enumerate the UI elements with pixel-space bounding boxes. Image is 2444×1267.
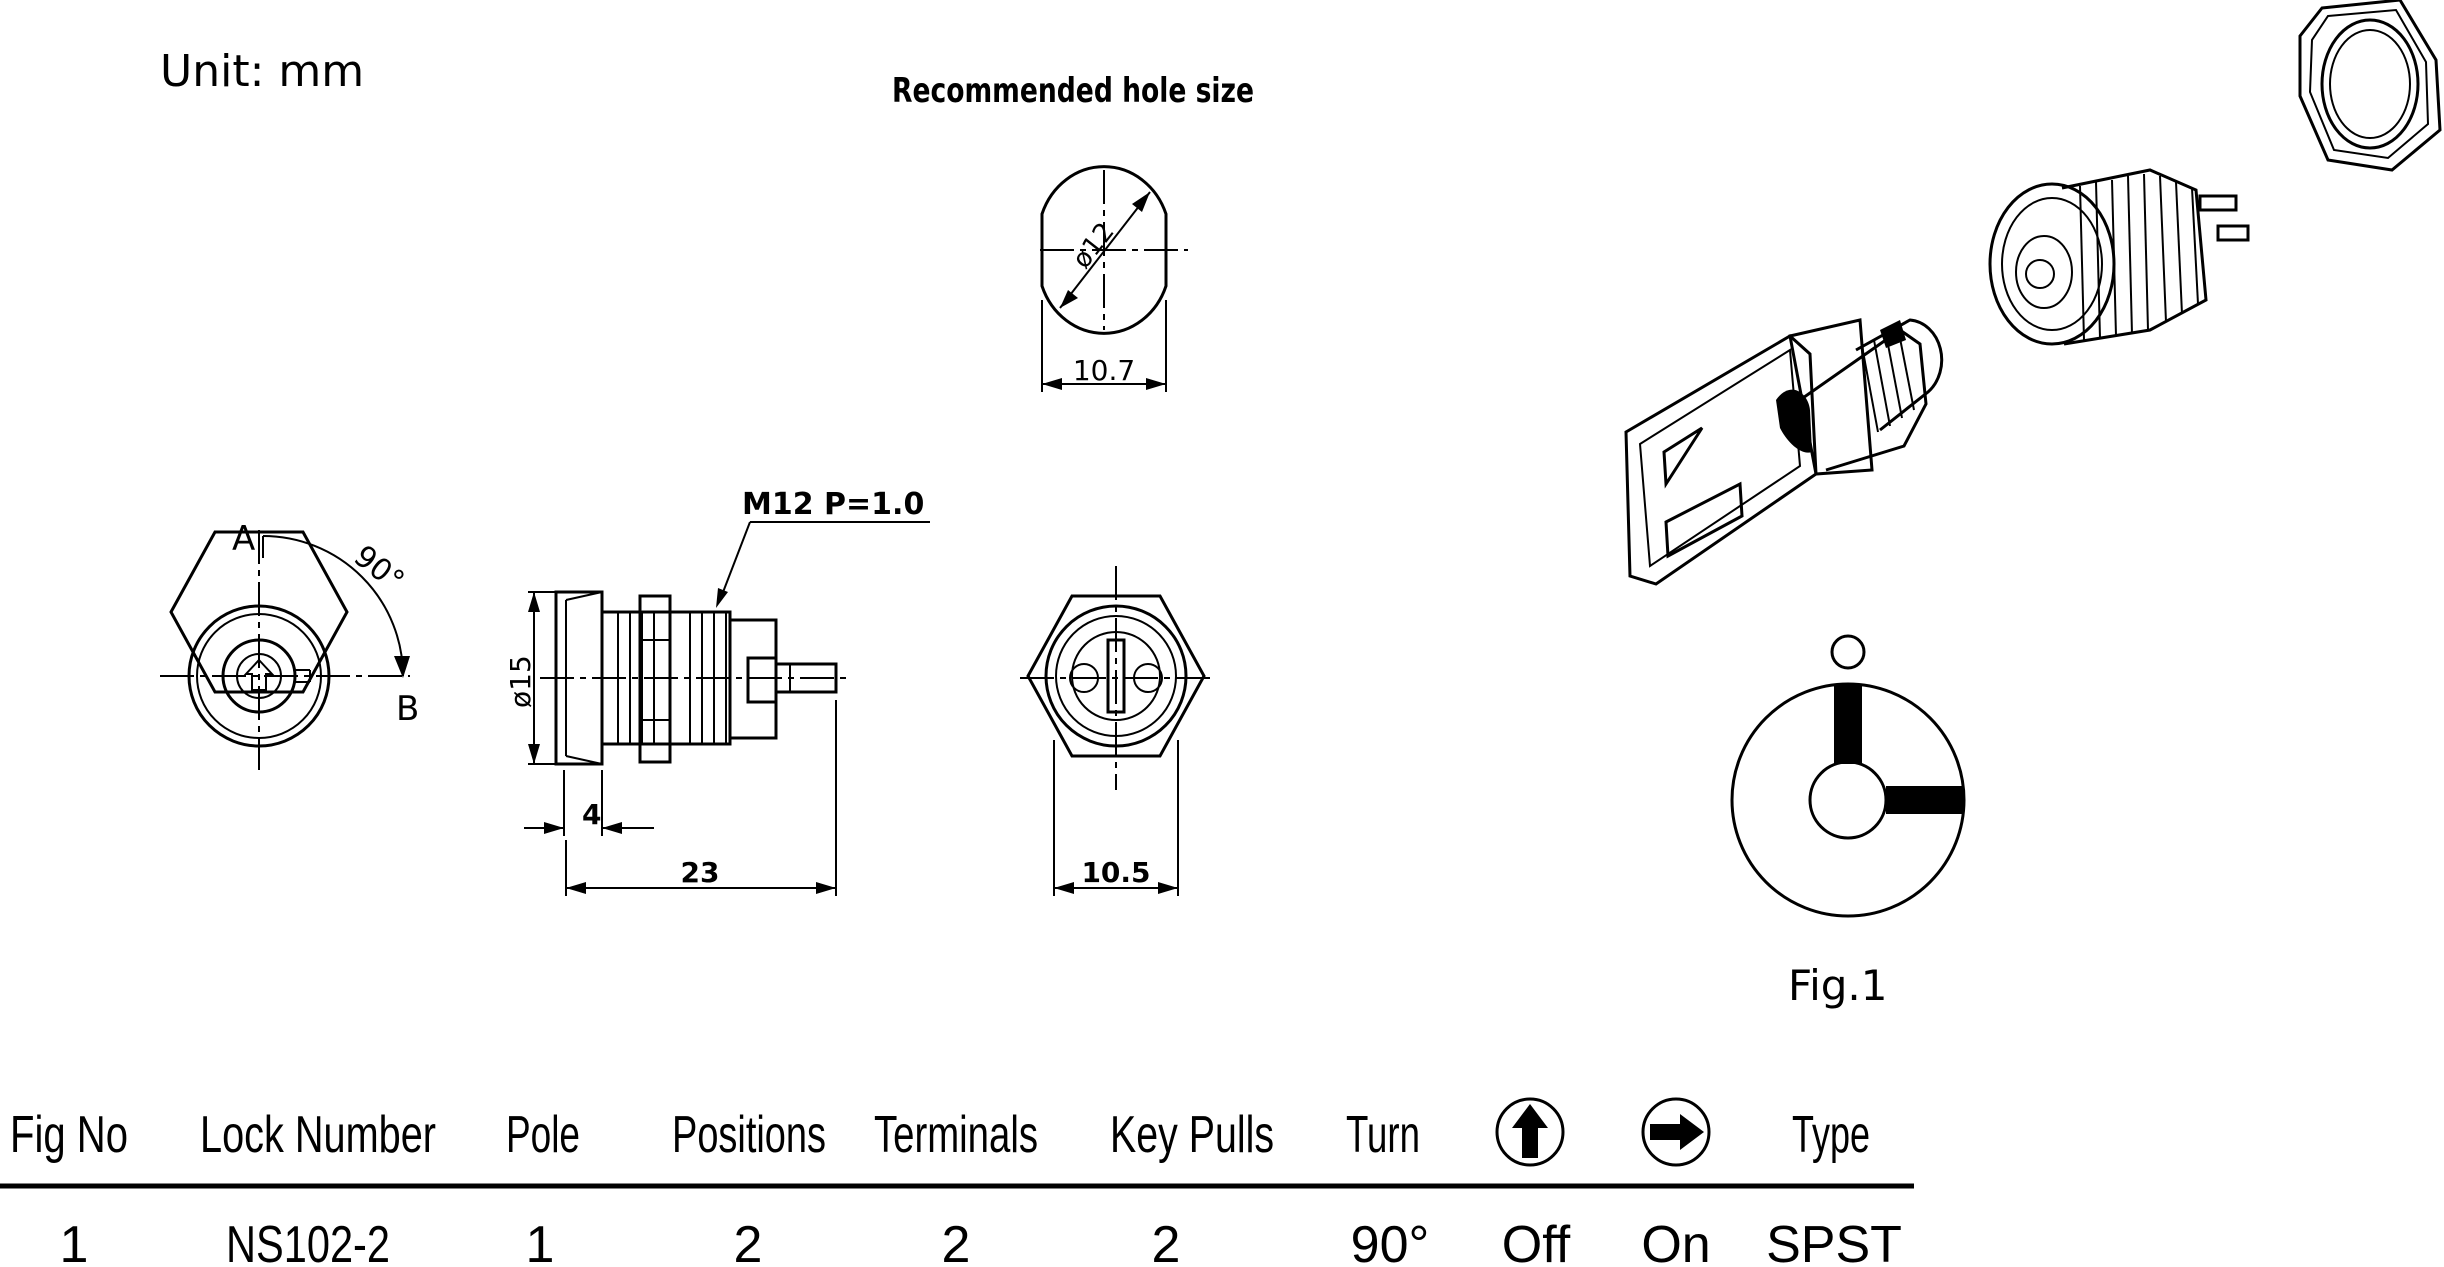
arrow-up-circle-icon <box>1495 1097 1565 1167</box>
cell-right-position: On <box>1641 1216 1710 1267</box>
body-diameter-label: ø15 <box>504 655 537 708</box>
cell-type: SPST <box>1766 1216 1902 1267</box>
turn-angle-label: 90° <box>347 539 410 599</box>
rear-view: 10.5 <box>1020 566 1212 896</box>
cell-key-pulls: 2 <box>1152 1216 1181 1267</box>
hole-diagram: ø12 10.7 <box>1040 165 1188 392</box>
table-header: Fig No Lock Number Pole Positions Termin… <box>10 1097 1870 1167</box>
hex-nut <box>2298 0 2442 172</box>
position-a-label: A <box>232 519 255 559</box>
header-lock-number: Lock Number <box>200 1106 436 1164</box>
side-view: M12 P=1.0 ø15 4 23 <box>504 487 930 896</box>
cell-pole: 1 <box>526 1216 555 1267</box>
header-positions: Positions <box>672 1106 826 1164</box>
header-key-pulls: Key Pulls <box>1110 1106 1274 1164</box>
isometric-view <box>1624 0 2442 586</box>
position-marker <box>1830 634 1866 670</box>
unit-label: Unit: mm <box>160 46 364 97</box>
key <box>1624 318 1944 586</box>
cell-lock-number: NS102-2 <box>226 1216 390 1267</box>
flange-thickness-label: 4 <box>582 798 601 831</box>
position-diagram: Fig.1 <box>1730 634 1966 1010</box>
hole-width-label: 10.7 <box>1073 354 1135 387</box>
cell-positions: 2 <box>734 1216 763 1267</box>
rear-width-label: 10.5 <box>1081 856 1150 889</box>
cell-fig-no: 1 <box>60 1216 89 1267</box>
header-turn: Turn <box>1346 1106 1420 1164</box>
cell-terminals: 2 <box>942 1216 971 1267</box>
overall-length-label: 23 <box>681 856 720 889</box>
header-pole: Pole <box>506 1106 580 1164</box>
hole-size-title: Recommended hole size <box>892 71 1254 111</box>
lock-body <box>1988 168 2250 346</box>
spec-table: Fig No Lock Number Pole Positions Termin… <box>0 1097 1914 1267</box>
position-b-label: B <box>396 689 419 729</box>
header-fig-no: Fig No <box>10 1106 128 1164</box>
arrow-right-circle-icon <box>1641 1097 1711 1167</box>
front-view: A B 90° <box>160 519 419 770</box>
header-type: Type <box>1792 1106 1870 1164</box>
cell-turn: 90° <box>1351 1216 1430 1267</box>
hole-diameter-label: ø12 <box>1067 217 1121 274</box>
header-terminals: Terminals <box>874 1106 1038 1164</box>
figure-label: Fig.1 <box>1788 961 1888 1010</box>
cell-up-position: Off <box>1502 1216 1571 1267</box>
thread-spec-label: M12 P=1.0 <box>742 487 924 522</box>
table-row: 1 NS102-2 1 2 2 2 90° Off On SPST <box>60 1216 1902 1267</box>
